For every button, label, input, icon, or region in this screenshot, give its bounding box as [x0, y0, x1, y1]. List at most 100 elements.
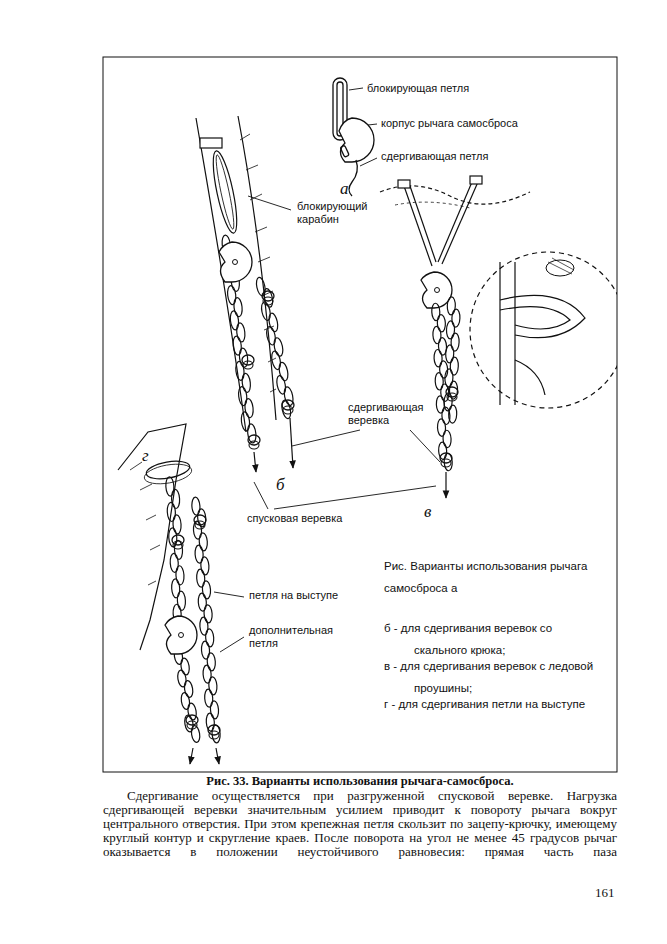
figure-key-title: Рис. Варианты использования рычага самос…: [384, 555, 604, 599]
rope-chain: [165, 477, 186, 624]
release-lever: [165, 616, 197, 654]
rope-link: [205, 629, 214, 648]
rope-link: [229, 310, 239, 330]
figure-letter: г: [142, 447, 156, 465]
rope-link: [199, 533, 208, 552]
rope-link: [433, 326, 442, 344]
rope-link: [171, 489, 180, 509]
text-holder: б - для сдергивания веревок со скального…: [384, 617, 604, 661]
text-holder: блокирующий карабин: [297, 200, 383, 226]
pull-arrow: [216, 748, 219, 764]
text-holder: спусковая веревка: [247, 512, 357, 525]
ice-anchor: [380, 176, 530, 266]
rope-link: [180, 657, 191, 675]
rope-link: [167, 502, 176, 522]
rope-link: [165, 477, 174, 497]
body-text: Сдергивание осуществляется при разгружен…: [103, 789, 617, 859]
rope-knot: [173, 541, 183, 549]
part-label: дополнительная петля: [249, 624, 339, 650]
rope-chain: [191, 497, 220, 743]
part-label: спусковая веревка: [247, 512, 357, 525]
rope-link: [177, 591, 186, 611]
rope-knot: [447, 393, 457, 401]
rope-link: [170, 553, 179, 573]
figure-caption: Рис. 33. Варианты использования рычага-с…: [103, 774, 617, 788]
release-lever: [219, 242, 252, 282]
rope-link: [206, 713, 215, 732]
rope-link: [175, 566, 184, 586]
rope-link: [232, 336, 242, 356]
pull-arrow: [445, 472, 446, 498]
rope-knot: [187, 721, 197, 729]
rope-link: [434, 349, 443, 367]
text-holder: б: [276, 476, 290, 494]
text-holder: сдергивающая веревка: [348, 401, 434, 427]
pull-arrow: [290, 418, 293, 468]
rope-link: [450, 357, 459, 375]
rope-link: [198, 593, 207, 612]
rope-link: [200, 557, 209, 576]
rope-link: [207, 653, 216, 672]
rope-link: [446, 321, 455, 339]
rope-link: [443, 430, 452, 448]
rope-link: [171, 579, 180, 599]
text-holder: г: [142, 447, 156, 465]
rope-link: [233, 297, 243, 317]
figure-frame: [103, 57, 617, 772]
rope-link: [260, 301, 272, 321]
part-label: петля на выступе: [249, 589, 359, 602]
rope-link: [199, 617, 208, 636]
rope-link: [270, 350, 282, 370]
rope-knot: [441, 459, 451, 467]
rope-knot: [283, 406, 293, 414]
lever-hole: [233, 260, 238, 265]
rope-knot: [263, 297, 273, 305]
rope-link: [240, 411, 250, 431]
rope-link: [238, 386, 248, 406]
rope-link: [208, 677, 217, 696]
rope-link: [173, 515, 182, 535]
rope-link: [204, 689, 213, 708]
rope-link: [452, 309, 461, 327]
rope-knot: [209, 731, 219, 739]
rope-link: [451, 333, 460, 351]
rope-chain: [444, 297, 460, 423]
text-holder: 161: [595, 886, 625, 900]
rope-chain: [255, 277, 294, 420]
leader-lines: [254, 430, 440, 509]
figure-key-item: в - для сдергивания веревок с ледовой пр…: [384, 655, 604, 699]
rope-link: [255, 277, 267, 297]
rope-link: [262, 288, 274, 308]
text-holder: дополнительная петля: [249, 624, 339, 650]
rope-link: [183, 680, 194, 698]
part-label: корпус рычага самосброса: [381, 117, 531, 130]
text-holder: блокирующая петля: [367, 82, 487, 95]
rope-link: [236, 323, 246, 343]
rope-link: [204, 605, 213, 624]
text-holder: петля на выступе: [249, 589, 359, 602]
rope-link: [447, 297, 456, 315]
text-holder: в - для сдергивания веревок с ледовой пр…: [384, 655, 604, 699]
lever-detail: [333, 78, 377, 196]
rope-knot: [249, 441, 259, 449]
figure-letter: б: [276, 476, 290, 494]
rope-link: [180, 692, 191, 710]
rope-link: [187, 702, 198, 720]
text-holder: Рис. Варианты использования рычага самос…: [384, 555, 604, 599]
rope-link: [445, 369, 454, 387]
rope-link: [174, 540, 183, 560]
part-label: блокирующий карабин: [297, 200, 383, 226]
text-holder: в: [424, 503, 438, 521]
rope-link: [275, 375, 287, 395]
part-label: блокирующая петля: [367, 82, 487, 95]
figure-key-item: г - для сдергивания петли на выступе: [384, 693, 604, 715]
rope-link: [437, 314, 446, 332]
page-number: 161: [595, 886, 625, 900]
rope-link: [436, 396, 445, 414]
rope-link: [196, 569, 205, 588]
rope-link: [437, 419, 446, 437]
rope-knot: [243, 361, 253, 369]
detail-inset: [470, 252, 617, 408]
rope-link: [210, 701, 219, 720]
text-holder: а: [340, 180, 354, 198]
